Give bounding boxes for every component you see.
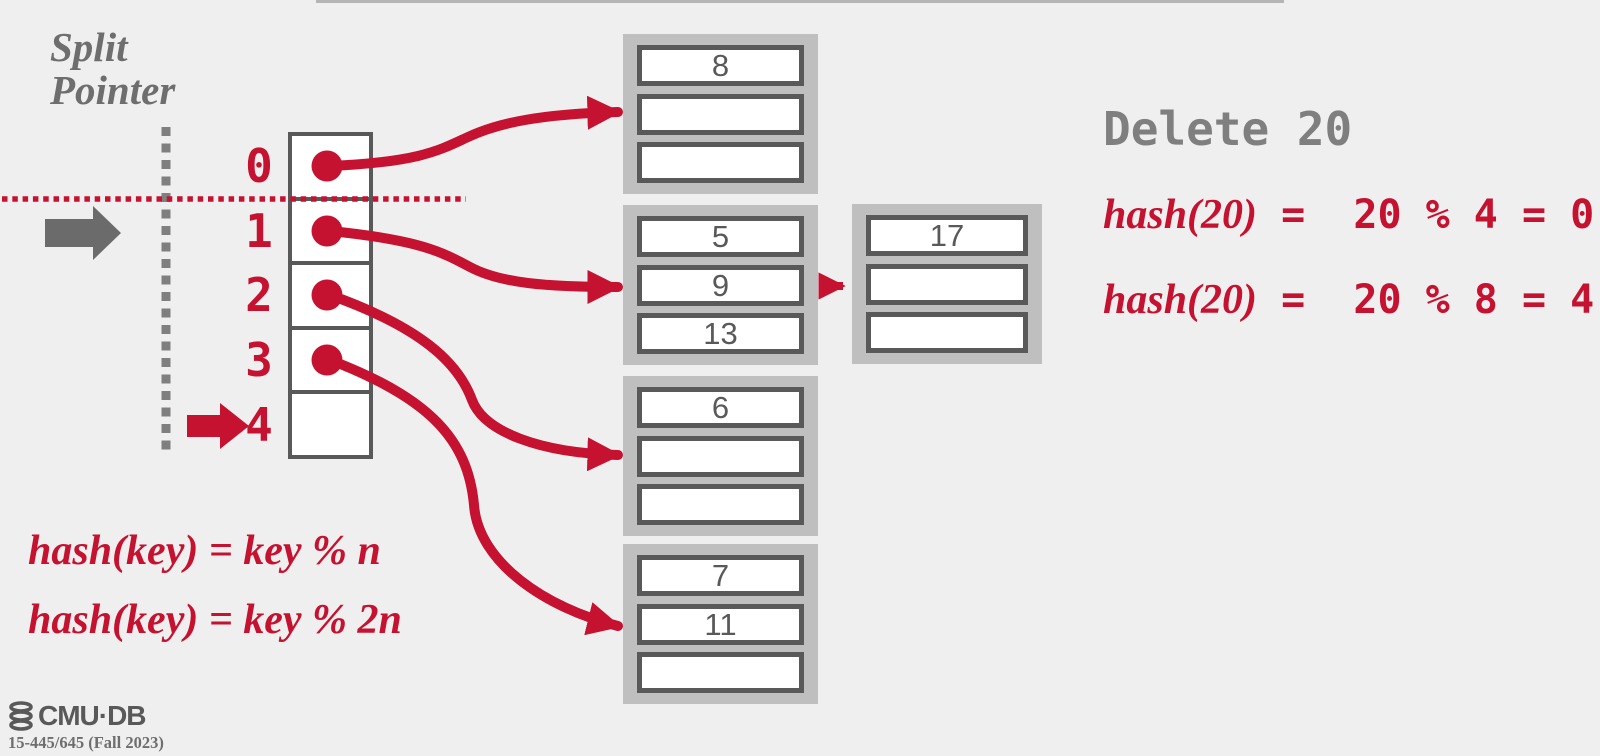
- bucket-2-slot-2: [637, 484, 804, 525]
- bucket-0: 8: [623, 34, 818, 194]
- split-pointer-label: Split Pointer: [50, 26, 175, 112]
- slot-label-4: 4: [245, 398, 273, 452]
- database-cylinder-icon: [9, 701, 33, 731]
- slot-1-to-bucket-1-arrow: [325, 226, 623, 304]
- overflow-bucket-slot-0: 17: [866, 215, 1028, 256]
- bucket-3-slot-2: [637, 652, 804, 693]
- overflow-bucket: 17: [852, 204, 1042, 364]
- slot-label-0: 0: [245, 139, 273, 193]
- split-pointer-label-line2: Pointer: [50, 67, 176, 113]
- hash-table: [288, 132, 373, 459]
- slot-label-2: 2: [245, 268, 273, 322]
- overflow-bucket-slot-1: [866, 263, 1028, 305]
- course-label: 15-445/645 (Fall 2023): [8, 733, 164, 752]
- hash-expr-2: = 20 % 8 = 4: [1257, 277, 1595, 323]
- bucket-0-slot-0: 8: [637, 45, 804, 86]
- hash-table-slot-1: [292, 201, 369, 266]
- hash-formulas: hash(key) = key % n hash(key) = key % 2n: [28, 528, 402, 666]
- bucket-2-slot-0: 6: [637, 387, 804, 428]
- hash-table-slot-4: [292, 394, 369, 455]
- split-pointer-label-line1: Split: [50, 24, 128, 70]
- cmu-db-logo: CMU·DB: [8, 700, 164, 732]
- hash-fn-1: hash(20): [1103, 192, 1258, 238]
- overflow-bucket-slot-2: [866, 312, 1028, 353]
- footer: CMU·DB 15-445/645 (Fall 2023): [8, 700, 164, 753]
- split-pointer-arrow-icon: [45, 206, 121, 260]
- hash-table-slot-2: [292, 265, 369, 330]
- bucket-0-slot-2: [637, 142, 804, 183]
- bucket-1-slot-1: 9: [637, 264, 804, 306]
- slot-2-to-bucket-2-arrow: [325, 290, 623, 472]
- slot-label-1: 1: [245, 204, 273, 258]
- bucket-1-slot-2: 13: [637, 313, 804, 354]
- bucket-3: 7 11: [623, 544, 818, 704]
- bucket-1-slot-0: 5: [637, 216, 804, 257]
- bucket-3-slot-0: 7: [637, 555, 804, 596]
- hash-fn-2: hash(20): [1103, 277, 1258, 323]
- hash-table-slot-0: [292, 136, 369, 201]
- bucket-3-slot-1: 11: [637, 603, 804, 645]
- title-box-bottom-edge: [316, 0, 1284, 3]
- annotation-block: Delete 20 hash(20) = 20 % 4 = 0 hash(20)…: [1103, 68, 1594, 360]
- slot-0-to-bucket-0-arrow: [325, 95, 623, 171]
- slot-label-3: 3: [245, 333, 273, 387]
- bucket-1: 5 9 13: [623, 205, 818, 365]
- bucket-2: 6: [623, 376, 818, 536]
- hash-calc-line-1: hash(20) = 20 % 4 = 0: [1103, 190, 1594, 239]
- hash-expr-1: = 20 % 4 = 0: [1257, 192, 1595, 238]
- bucket-0-slot-1: [637, 93, 804, 135]
- hash-formula-2n: hash(key) = key % 2n: [28, 597, 402, 643]
- hash-calc-line-2: hash(20) = 20 % 8 = 4: [1103, 275, 1594, 324]
- delete-operation-title: Delete 20: [1103, 102, 1353, 156]
- bucket-2-slot-1: [637, 435, 804, 477]
- logo-text: CMU·DB: [38, 700, 147, 731]
- hash-formula-n: hash(key) = key % n: [28, 528, 381, 574]
- hash-table-slot-3: [292, 330, 369, 395]
